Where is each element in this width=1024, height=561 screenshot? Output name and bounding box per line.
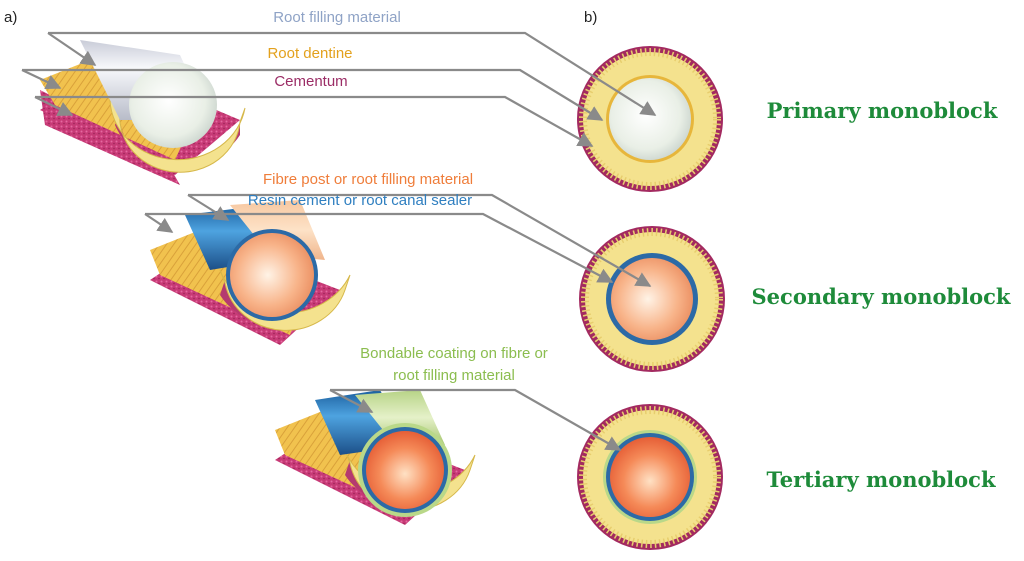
title-secondary-monoblock: Secondary monoblock [752, 284, 1011, 309]
label-bondable-coating-line1: Bondable coating on fibre or [360, 345, 548, 362]
label-bondable-coating-line2: root filling material [393, 367, 515, 384]
panel-label-b: b) [584, 9, 597, 26]
leader-lines [21, 31, 657, 451]
secondary-cylinder-illustration [150, 200, 351, 345]
panel-label-a: a) [4, 9, 17, 26]
label-fibre-post: Fibre post or root filling material [263, 171, 473, 188]
primary-cylinder-illustration [40, 40, 246, 185]
tertiary-cylinder-illustration [275, 390, 476, 525]
label-root-filling-material: Root filling material [273, 9, 401, 26]
title-primary-monoblock: Primary monoblock [767, 98, 998, 123]
label-cementum: Cementum [274, 73, 347, 90]
title-tertiary-monoblock: Tertiary monoblock [766, 467, 995, 492]
label-resin-cement: Resin cement or root canal sealer [248, 192, 472, 209]
secondary-cross-section [579, 226, 725, 372]
label-root-dentine: Root dentine [267, 45, 352, 62]
tertiary-cross-section [577, 404, 723, 550]
